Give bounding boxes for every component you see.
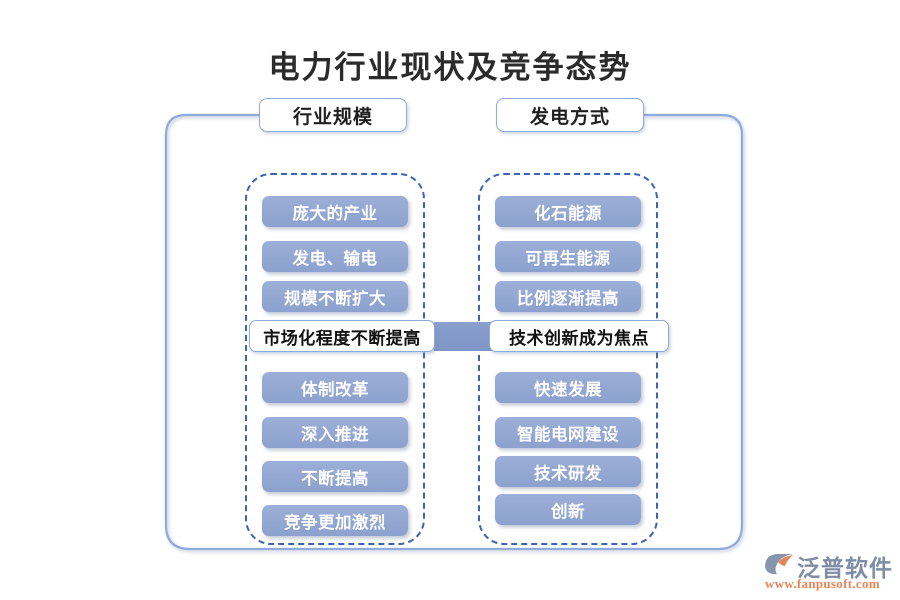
list-item[interactable]: 技术研发	[495, 456, 641, 487]
list-item[interactable]: 竞争更加激烈	[262, 505, 408, 536]
list-item[interactable]: 不断提高	[262, 461, 408, 492]
list-item[interactable]: 智能电网建设	[495, 417, 641, 448]
list-item[interactable]: 发电、输电	[262, 241, 408, 272]
highlight-item-left[interactable]: 市场化程度不断提高	[249, 320, 435, 352]
logo-text: 泛普软件	[797, 556, 893, 581]
list-item[interactable]: 规模不断扩大	[262, 281, 408, 312]
logo-url: www.fanpusoft.com	[765, 576, 880, 591]
fanpu-logo-icon	[765, 554, 793, 575]
dashed-group-right	[478, 173, 658, 545]
list-item[interactable]: 体制改革	[262, 372, 408, 403]
list-item[interactable]: 比例逐渐提高	[495, 281, 641, 312]
dashed-group-left	[245, 173, 425, 545]
list-item[interactable]: 可再生能源	[495, 241, 641, 272]
list-item[interactable]: 庞大的产业	[262, 196, 408, 227]
highlight-item-right[interactable]: 技术创新成为焦点	[489, 320, 669, 352]
list-item[interactable]: 深入推进	[262, 417, 408, 448]
list-item[interactable]: 化石能源	[495, 196, 641, 227]
list-item[interactable]: 快速发展	[495, 372, 641, 403]
page-title: 电力行业现状及竞争态势	[268, 50, 632, 85]
center-connector-block	[434, 322, 492, 351]
list-item[interactable]: 创新	[495, 494, 641, 525]
column-header-industry-scale[interactable]: 行业规模	[259, 98, 407, 132]
brand-logo: 泛普软件 www.fanpusoft.com	[763, 549, 895, 593]
column-header-generation-method[interactable]: 发电方式	[496, 98, 644, 132]
